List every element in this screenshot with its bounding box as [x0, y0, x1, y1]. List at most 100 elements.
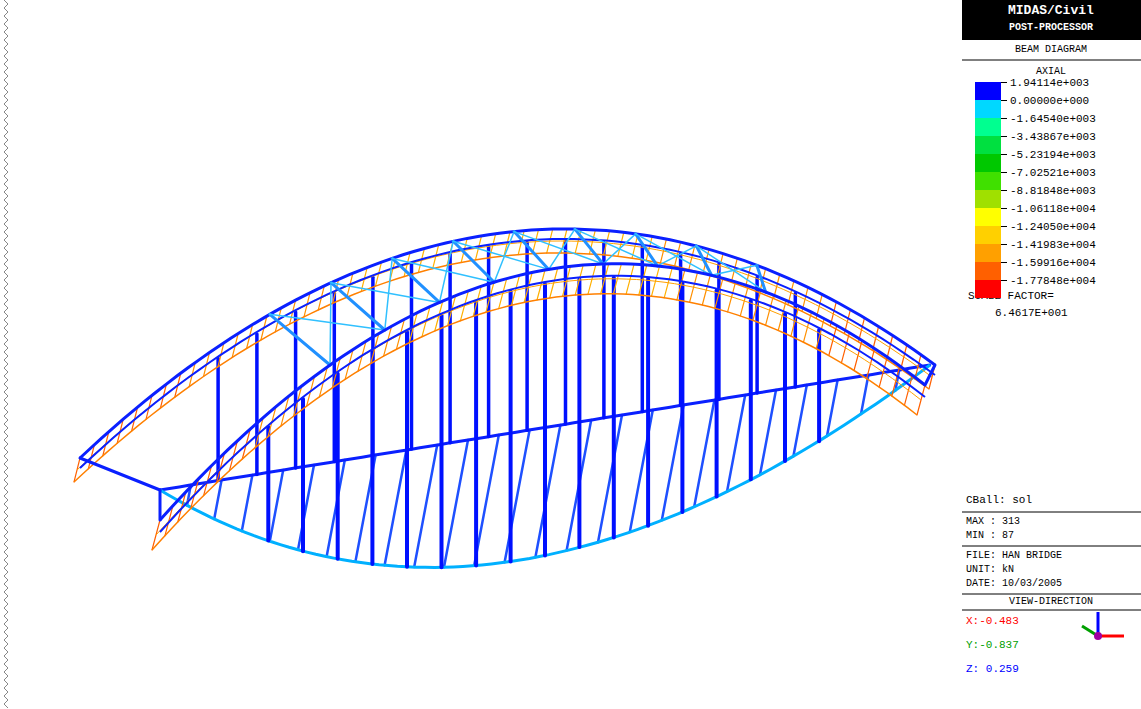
legend-tick [1001, 136, 1007, 137]
legend-value: -1.24050e+004 [1010, 221, 1096, 233]
legend-tick [1001, 82, 1007, 83]
window-border [4, 0, 8, 708]
legend-value: -1.64540e+003 [1010, 113, 1096, 125]
cross-beam [662, 405, 684, 520]
cross-beam [598, 415, 622, 542]
hanger [646, 279, 650, 526]
cross-beam [760, 390, 776, 475]
max-element: MAX : 313 [966, 516, 1020, 527]
wind-brace [575, 229, 603, 264]
cross-beam [694, 400, 714, 507]
legend-swatch [975, 244, 1001, 262]
legend-swatch [975, 100, 1001, 118]
legend-swatch [975, 280, 1001, 298]
hanger [266, 427, 270, 540]
arch-rib [160, 264, 925, 520]
wind-brace [575, 229, 658, 266]
hanger [405, 332, 409, 567]
scale-value: 6.4617E+001 [995, 307, 1068, 319]
date: DATE: 10/03/2005 [966, 578, 1062, 589]
legend-value: -8.81848e+003 [1010, 185, 1096, 197]
view-y: Y:-0.837 [966, 639, 1019, 651]
hanger [448, 254, 452, 443]
wind-brace [696, 246, 765, 292]
legend-swatch [975, 172, 1001, 190]
divider [962, 512, 1141, 513]
legend-value: -1.41983e+004 [1010, 239, 1096, 251]
divider [962, 610, 1141, 611]
axis-icon [1082, 612, 1124, 640]
view-z: Z: 0.259 [966, 663, 1019, 675]
cross-beam [385, 450, 407, 565]
arch-rib [160, 276, 925, 532]
legend-tick [1001, 280, 1007, 281]
hanger [370, 351, 374, 564]
legend-swatch [975, 82, 1001, 100]
header-band [962, 0, 1141, 40]
hanger [474, 302, 478, 565]
file-name: FILE: HAN BRIDGE [966, 550, 1062, 561]
axial-outline [156, 279, 921, 535]
hanger [715, 291, 719, 497]
component-name: AXIAL [1036, 66, 1066, 77]
legend-swatch [975, 136, 1001, 154]
window-border [4, 0, 8, 100]
cross-beam [298, 465, 314, 550]
view-x: X:-0.483 [966, 615, 1019, 627]
legend-swatch [975, 190, 1001, 208]
legend-tick [1001, 244, 1007, 245]
legend-value: -1.59916e+004 [1010, 257, 1096, 269]
cross-beam [793, 385, 806, 456]
cross-beam [827, 380, 838, 436]
hanger [612, 278, 616, 538]
legend-tick [1001, 118, 1007, 119]
legend-tick [1001, 226, 1007, 227]
legend-value: -3.43867e+003 [1010, 131, 1096, 143]
hanger [440, 316, 444, 568]
hanger [509, 292, 513, 562]
legend-tick [1001, 172, 1007, 173]
legend-swatch [975, 208, 1001, 226]
end-beam [80, 458, 160, 490]
legend-value: -1.77848e+004 [1010, 275, 1096, 287]
legend-swatch [975, 118, 1001, 136]
legend-swatch [975, 226, 1001, 244]
unit: UNIT: kN [966, 564, 1014, 575]
cross-beam [444, 440, 468, 567]
hanger [783, 314, 787, 461]
module-name: POST-PROCESSOR [1009, 22, 1093, 33]
legend-tick [1001, 154, 1007, 155]
hanger [255, 334, 259, 475]
hanger [749, 301, 753, 479]
divider [962, 594, 1141, 595]
panel-edge [960, 0, 961, 709]
legend-tick [1001, 190, 1007, 191]
wind-brace [636, 234, 658, 266]
hanger [543, 284, 547, 555]
wind-brace [330, 283, 331, 365]
legend-value: -1.06118e+004 [1010, 203, 1096, 215]
legend-tick [1001, 208, 1007, 209]
legend-tick [1001, 100, 1007, 101]
hanger [602, 243, 606, 418]
axial-outline [152, 294, 917, 550]
load-case: CBall: sol [966, 494, 1032, 506]
view-heading: VIEW-DIRECTION [1009, 596, 1093, 607]
hanger [336, 374, 340, 559]
cross-beam [505, 430, 530, 562]
legend-swatch [975, 262, 1001, 280]
hanger [641, 247, 645, 412]
hanger [410, 264, 414, 449]
wind-brace [392, 258, 439, 302]
hanger [755, 277, 759, 393]
legend-tick [1001, 262, 1007, 263]
cross-beam [214, 480, 221, 519]
hanger [301, 399, 305, 551]
hanger [525, 242, 529, 430]
hanger [817, 330, 821, 441]
product-name: MIDAS/Civil [1008, 4, 1094, 18]
cross-beam [414, 445, 437, 567]
diagram-type: BEAM DIAGRAM [1015, 44, 1087, 55]
